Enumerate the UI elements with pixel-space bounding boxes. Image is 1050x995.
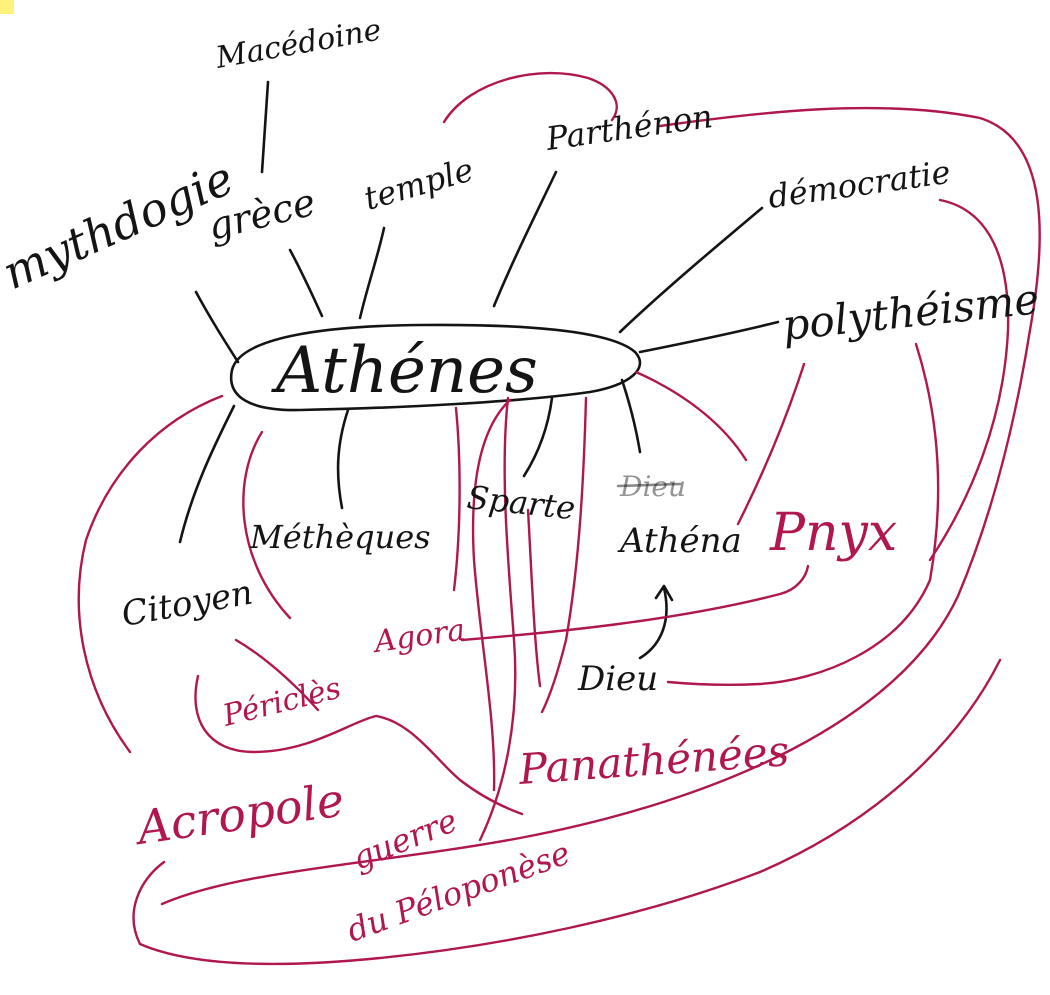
red-oval-pericles-top <box>242 430 292 620</box>
connector-parthenon <box>492 170 558 308</box>
connector-grece <box>288 248 324 318</box>
red-oval-agora <box>452 406 461 592</box>
label-pnyx: Pnyx <box>769 503 897 563</box>
connector-citoyen <box>178 404 236 544</box>
red-polytheisme-dieu <box>666 342 940 687</box>
red-outer-bottom <box>132 658 1002 966</box>
label-agora: Agora <box>369 613 467 661</box>
label-democratie: démocratie <box>766 153 953 216</box>
connector-temple <box>358 226 386 320</box>
label-temple: temple <box>360 150 478 217</box>
label-panathenees: Panathénées <box>516 726 790 794</box>
connector-sparte <box>522 396 554 478</box>
label-citoyen: Citoyen <box>119 573 256 635</box>
label-pericles: Périclès <box>218 671 344 734</box>
connector-mythologie <box>194 290 240 364</box>
red-polytheisme-athena <box>736 362 806 526</box>
red-panathenees-up <box>540 396 588 714</box>
label-metheques: Méthèques <box>249 518 431 556</box>
red-connectors <box>77 71 1041 966</box>
red-pericles-right <box>234 638 320 712</box>
connector-grece-macedoine <box>260 80 270 174</box>
center-node-label: Athénes <box>271 334 538 408</box>
red-oval-left-acropole <box>77 394 224 754</box>
label-dieu-scratched: Dieu <box>616 470 686 503</box>
black-connectors <box>178 80 780 660</box>
red-long-parthenon-acropole <box>160 106 1041 906</box>
connector-metheques <box>336 408 350 510</box>
connector-democratie <box>618 206 764 334</box>
label-mythologie: mythdogie <box>0 151 241 300</box>
red-democratie-right <box>928 198 1010 562</box>
red-loop-parthenon <box>442 71 618 124</box>
label-acropole: Acropole <box>130 773 347 856</box>
red-oval-pnyx <box>634 370 748 462</box>
center-oval <box>229 323 642 412</box>
arrow-head <box>654 584 674 602</box>
label-guerre: guerre <box>347 801 463 877</box>
label-sparte: Sparte <box>465 478 577 527</box>
corner-highlight <box>0 0 14 14</box>
connector-athena <box>620 378 642 454</box>
label-dieu: Dieu <box>577 659 658 699</box>
red-agora-pnyx <box>460 564 810 642</box>
label-athena: Athéna <box>617 521 742 561</box>
red-guerre-peloponese <box>478 396 517 842</box>
red-pericles-loop <box>194 674 524 816</box>
red-sparte-down <box>526 508 542 688</box>
label-polytheisme: polythéisme <box>780 274 1042 350</box>
label-parthenon: Parthénon <box>543 97 715 158</box>
red-oval-guerre <box>471 398 512 792</box>
connector-polytheisme <box>638 320 780 354</box>
strike-through <box>616 482 682 488</box>
connector-athena-dieu <box>638 586 668 660</box>
label-macedoine: Macédoine <box>212 12 384 76</box>
